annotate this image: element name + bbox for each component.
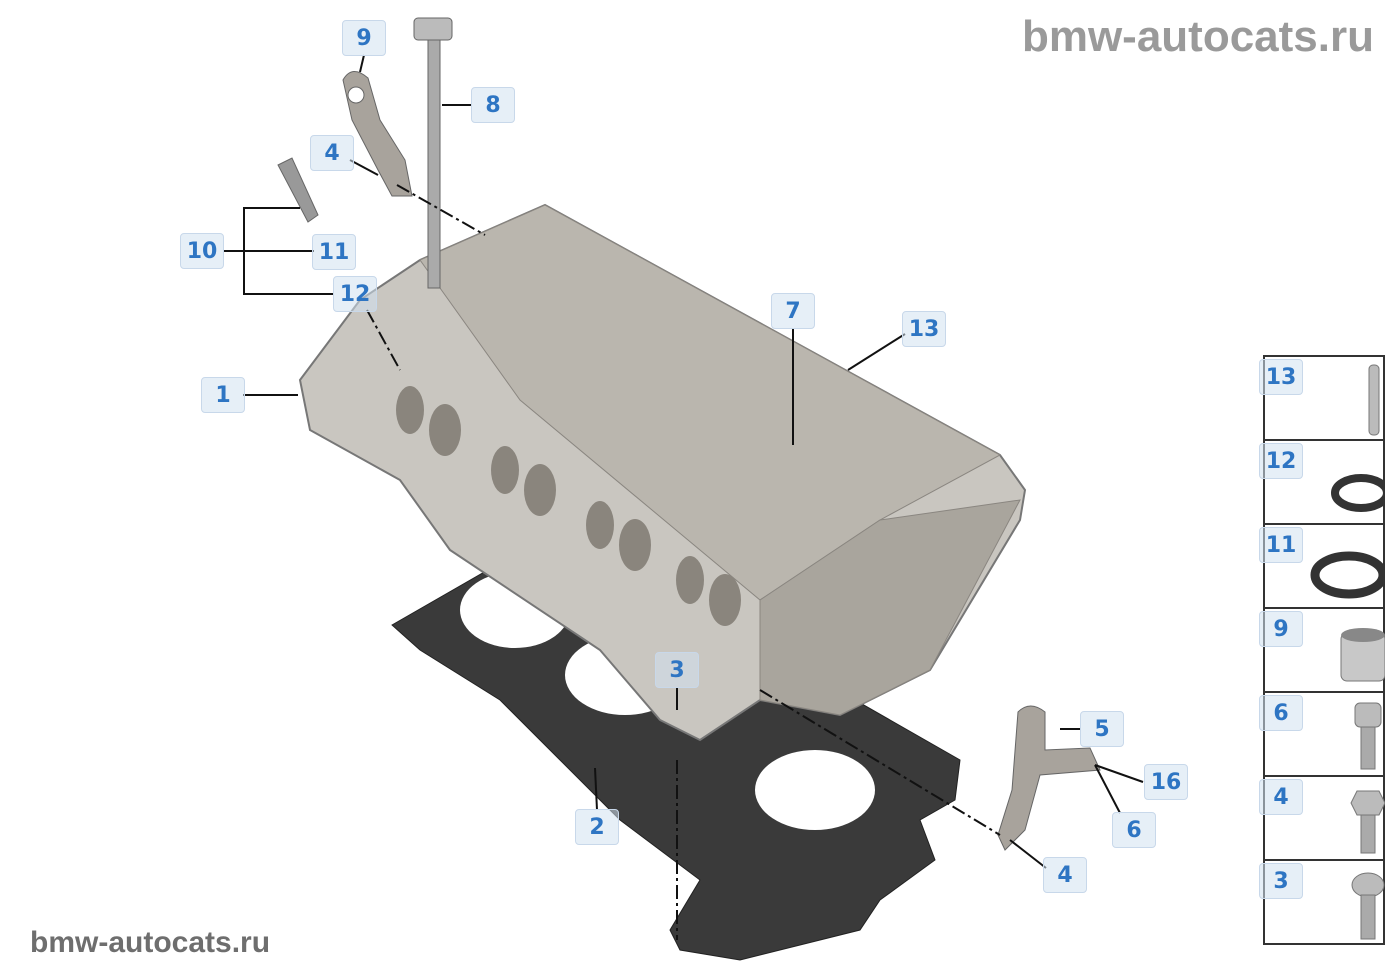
pin-icon	[1368, 364, 1380, 436]
callout-4-lower[interactable]: 4	[1043, 857, 1087, 893]
legend-item[interactable]: 13	[1259, 355, 1385, 439]
callout-10[interactable]: 10	[180, 233, 224, 269]
bracket-hole	[347, 86, 365, 104]
bracket-lower	[997, 705, 1101, 851]
watermark-bottom: bmw-autocats.ru	[30, 926, 271, 959]
parts-legend: 13 12 11 9 6 4 3	[1259, 355, 1385, 945]
legend-label: 11	[1259, 527, 1303, 563]
sleeve-icon	[1340, 628, 1385, 682]
callout-9[interactable]: 9	[342, 20, 386, 56]
callout-1[interactable]: 1	[201, 377, 245, 413]
head-bolt	[413, 17, 453, 289]
callout-2[interactable]: 2	[575, 809, 619, 845]
callout-3[interactable]: 3	[655, 652, 699, 688]
callout-16[interactable]: 16	[1144, 764, 1188, 800]
legend-item[interactable]: 12	[1259, 439, 1385, 523]
callout-13[interactable]: 13	[902, 311, 946, 347]
legend-item[interactable]: 9	[1259, 607, 1385, 691]
callout-7[interactable]: 7	[771, 293, 815, 329]
legend-label: 13	[1259, 359, 1303, 395]
legend-label: 3	[1259, 863, 1303, 899]
torx-flange-bolt-icon	[1351, 872, 1385, 940]
legend-label: 6	[1259, 695, 1303, 731]
legend-item[interactable]: 3	[1259, 859, 1385, 945]
watermark-top: bmw-autocats.ru	[1021, 12, 1374, 61]
callout-6[interactable]: 6	[1112, 812, 1156, 848]
legend-item[interactable]: 11	[1259, 523, 1385, 607]
leader-lines	[223, 54, 1144, 940]
legend-item[interactable]: 4	[1259, 775, 1385, 859]
sensor	[277, 157, 319, 223]
callout-8[interactable]: 8	[471, 87, 515, 123]
callout-5[interactable]: 5	[1080, 711, 1124, 747]
callout-4-upper[interactable]: 4	[310, 135, 354, 171]
o-ring-large-icon	[1310, 551, 1385, 599]
callout-12[interactable]: 12	[333, 276, 377, 312]
legend-label: 12	[1259, 443, 1303, 479]
cylinder-head	[298, 203, 1027, 742]
torx-bolt-icon	[1354, 702, 1382, 770]
callout-11[interactable]: 11	[312, 234, 356, 270]
legend-item[interactable]: 6	[1259, 691, 1385, 775]
bracket-upper	[342, 71, 413, 197]
legend-label: 9	[1259, 611, 1303, 647]
o-ring-small-icon	[1331, 474, 1385, 512]
hex-bolt-icon	[1350, 790, 1385, 854]
legend-label: 4	[1259, 779, 1303, 815]
